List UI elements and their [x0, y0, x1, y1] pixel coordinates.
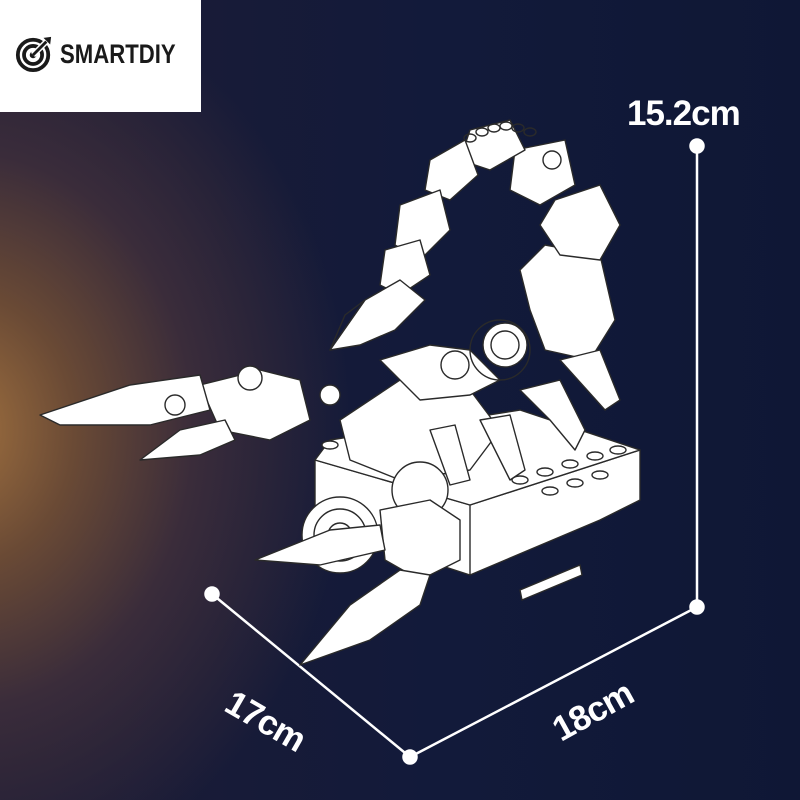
width-dimension-line	[409, 605, 698, 759]
brand-name: SMARTDIY	[60, 39, 176, 69]
brand-logo: SMARTDIY	[0, 0, 201, 112]
target-arrow-icon	[15, 36, 52, 73]
height-label: 15.2cm	[627, 94, 741, 133]
depth-start-dot	[204, 586, 220, 602]
dimension-lines	[204, 138, 705, 765]
scorpion-model	[39, 119, 641, 666]
height-bottom-dot	[689, 599, 705, 615]
depth-dimension-line	[211, 593, 411, 758]
corner-dot	[402, 749, 418, 765]
height-top-dot	[689, 138, 705, 154]
